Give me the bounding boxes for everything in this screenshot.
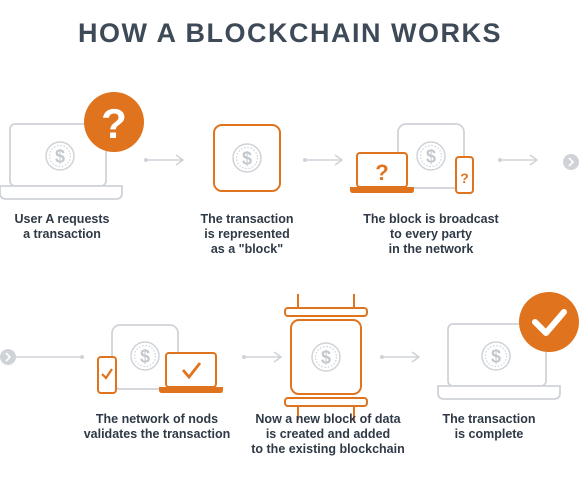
caption-line: is complete [454,427,524,441]
arrow-icon [497,154,538,166]
step-6-caption: The transaction is complete [404,412,574,442]
step-1-laptop-icon [0,123,123,200]
step-3-broadcast-icon: ? ? [350,123,474,194]
step-4-caption: The network of nods validates the transa… [72,412,242,442]
page-title: HOW A BLOCKCHAIN WORKS [78,18,502,48]
blockchain-icon [284,294,368,420]
caption-line: in the network [388,242,474,256]
arrow-icon [16,355,84,359]
svg-text:?: ? [460,170,469,186]
arrow-icon [143,154,184,166]
caption-line: User A requests [14,212,110,226]
caption-line: The network of nods [95,412,219,426]
caption-line: The transaction [442,412,536,426]
step-3-caption: The block is broadcast to every party in… [346,212,516,257]
arrow-icon [302,154,343,166]
caption-line: The transaction [200,212,294,226]
caption-line: Now a new block of data [255,412,401,426]
chevron-right-icon [0,349,16,365]
step-5-caption: Now a new block of data is created and a… [243,412,413,457]
step-2-block-icon [213,124,281,192]
svg-text:?: ? [375,160,388,185]
caption-line: as a "block" [210,242,284,256]
svg-text:?: ? [101,100,127,147]
chevron-right-icon [563,154,579,170]
step-4-validation-icon [97,324,223,394]
arrow-icon [379,351,420,363]
question-badge-icon: ? [84,92,144,152]
step-2-caption: The transaction is represented as a "blo… [162,212,332,257]
checkmark-badge-icon [519,292,579,352]
caption-line: a transaction [23,227,101,241]
caption-line: validates the transaction [83,427,231,441]
caption-line: to every party [390,227,472,241]
step-6-laptop-icon [437,323,561,400]
arrow-icon [241,351,282,363]
caption-line: is represented [204,227,290,241]
caption-line: The block is broadcast [363,212,499,226]
caption-line: to the existing blockchain [251,442,405,456]
caption-line: is created and added [265,427,391,441]
step-1-caption: User A requests a transaction [0,212,147,242]
